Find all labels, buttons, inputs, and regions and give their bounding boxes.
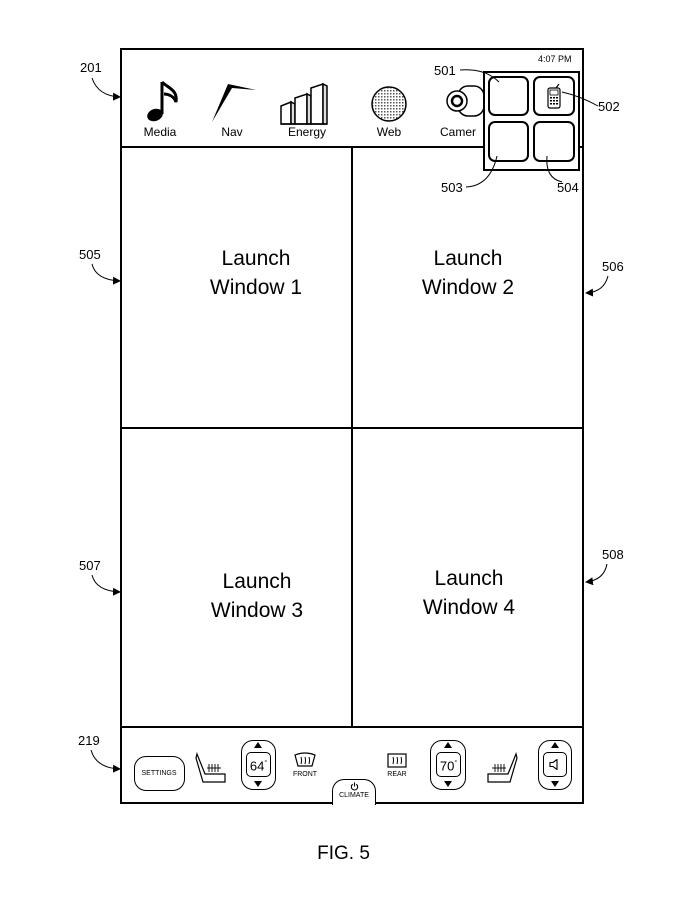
right-temp-down-icon[interactable] [444, 781, 452, 787]
navigation-arrow-icon [212, 84, 256, 122]
leader-507 [91, 574, 121, 596]
figure-caption: FIG. 5 [317, 843, 370, 864]
leader-201 [91, 77, 121, 101]
volume-down-icon[interactable] [551, 781, 559, 787]
settings-button[interactable]: SETTINGS [134, 756, 185, 791]
ref-219: 219 [78, 733, 100, 748]
app-web[interactable]: Web [366, 78, 412, 142]
app-nav[interactable]: Nav [206, 78, 258, 142]
leader-508 [585, 563, 608, 586]
globe-icon [371, 86, 407, 122]
app-label-web: Web [376, 125, 402, 139]
launch-window-4-title[interactable]: Launch Window 4 [422, 567, 516, 619]
left-temperature-control[interactable]: 64° [241, 740, 276, 790]
ref-201: 201 [80, 60, 102, 75]
phone-icon [547, 84, 561, 109]
right-temp-degree: ° [454, 760, 458, 767]
volume-display [543, 752, 567, 777]
climate-button[interactable]: CLIMATE [332, 779, 376, 805]
ref-507: 507 [79, 558, 101, 573]
launch-window-3-title[interactable]: Launch Window 3 [210, 570, 304, 622]
quick-launch-slot-503[interactable] [488, 121, 529, 162]
volume-up-icon[interactable] [551, 742, 559, 748]
app-media[interactable]: Media [138, 78, 182, 142]
app-label-energy: Energy [287, 125, 327, 139]
ref-503: 503 [441, 180, 463, 195]
launch-window-2-title[interactable]: Launch Window 2 [421, 247, 515, 299]
grid-vertical-divider [351, 147, 353, 727]
settings-label: SETTINGS [141, 770, 177, 777]
left-temp-up-icon[interactable] [254, 742, 262, 748]
ref-506: 506 [602, 259, 624, 274]
left-temp-degree: ° [264, 760, 268, 767]
quick-launch-slot-501[interactable] [488, 76, 529, 116]
right-temp-up-icon[interactable] [444, 742, 452, 748]
quick-launch-slot-502[interactable] [533, 76, 575, 116]
speaker-icon [549, 759, 558, 770]
seat-heater-left-icon[interactable] [195, 750, 229, 786]
ref-504: 504 [557, 180, 579, 195]
ref-502: 502 [598, 99, 620, 114]
app-energy[interactable]: Energy [279, 78, 337, 142]
quick-launch-slot-504[interactable] [533, 121, 575, 162]
right-temp-value: 70 [439, 758, 455, 774]
rear-defrost-label: REAR [387, 771, 407, 778]
energy-bars-icon [280, 82, 328, 125]
front-defrost-icon[interactable] [294, 752, 316, 768]
ref-501: 501 [434, 63, 456, 78]
climate-bar-divider [121, 726, 584, 728]
leader-219 [90, 749, 121, 773]
music-note-icon [147, 80, 178, 122]
ref-505: 505 [79, 247, 101, 262]
launch-window-1-title[interactable]: Launch Window 1 [209, 247, 303, 299]
status-time: 4:07 PM [538, 54, 572, 64]
app-label-nav: Nav [221, 125, 243, 139]
app-label-camera: Camer [440, 125, 477, 139]
grid-horizontal-divider [121, 427, 584, 429]
right-temp-display: 70° [436, 752, 461, 777]
left-temp-value: 64 [249, 758, 265, 774]
app-camera[interactable]: Camer [440, 78, 485, 142]
volume-control[interactable] [538, 740, 572, 790]
right-temperature-control[interactable]: 70° [430, 740, 466, 790]
app-label-media: Media [143, 125, 177, 139]
seat-heater-right-icon[interactable] [484, 750, 518, 786]
climate-label: CLIMATE [339, 792, 369, 799]
front-defrost-label: FRONT [292, 771, 318, 778]
left-temp-down-icon[interactable] [254, 781, 262, 787]
power-icon [350, 782, 359, 791]
leader-506 [585, 275, 609, 297]
ref-508: 508 [602, 547, 624, 562]
camera-icon [446, 85, 485, 117]
left-temp-display: 64° [246, 752, 271, 777]
leader-505 [91, 263, 121, 285]
rear-defrost-icon[interactable] [387, 753, 407, 768]
